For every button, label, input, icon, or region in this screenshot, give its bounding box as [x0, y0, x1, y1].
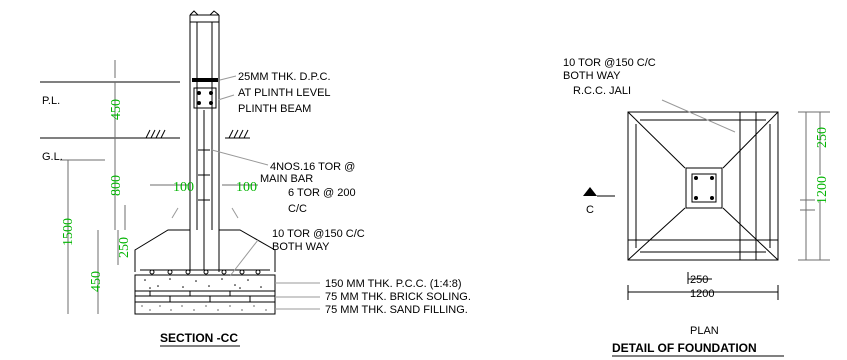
plan-vertical-dim-lines — [798, 111, 830, 261]
dim-450-footing: 450 — [89, 271, 104, 292]
section-leaders — [171, 75, 320, 310]
column-plan — [685, 167, 723, 209]
dim-800: 800 — [109, 175, 124, 196]
gl-label: G.L. — [42, 151, 63, 163]
brick-hatch — [135, 291, 275, 302]
section-marker-label: C — [586, 204, 594, 216]
dim-1500: 1500 — [61, 218, 76, 246]
plinth-level-label: AT PLINTH LEVEL — [238, 87, 331, 99]
bar-label-2: MAIN BAR — [260, 173, 313, 185]
dim-100-left: 100 — [173, 180, 194, 195]
plan-dim-1200-vertical: 1200 — [815, 176, 830, 204]
column-bars-plan — [694, 176, 714, 200]
column-inner-plan — [691, 173, 717, 203]
plan-title: DETAIL OF FOUNDATION — [612, 341, 757, 355]
section-dimension-lines — [60, 60, 258, 314]
pcc-layer — [134, 274, 276, 292]
plan-dim-250-vertical: 250 — [815, 127, 830, 148]
plinth-beam-label: PLINTH BEAM — [238, 103, 311, 115]
plan-caption: PLAN — [690, 325, 719, 337]
plan-diagonals — [627, 111, 779, 261]
dpc-layer — [192, 78, 218, 82]
footing-outline — [134, 229, 276, 272]
bar-label-3: 6 TOR @ 200 — [288, 187, 356, 199]
jali-label-2: BOTH WAY — [563, 70, 621, 82]
mesh-label-1: 10 TOR @150 C/C — [272, 228, 365, 240]
brick-label: 75 MM THK. BRICK SOLING. — [325, 291, 471, 303]
bar-label-4: C/C — [288, 203, 307, 215]
jali-leader — [661, 99, 736, 133]
wall — [189, 10, 220, 230]
jali-label-1: 10 TOR @150 C/C — [563, 57, 656, 69]
pl-label: P.L. — [42, 95, 60, 107]
dim-100-right: 100 — [236, 180, 257, 195]
jali-label-3: R.C.C. JALI — [573, 85, 631, 97]
pcc-label: 150 MM THK. P.C.C. (1:4:8) — [325, 278, 462, 290]
plinth-beam — [193, 87, 217, 109]
dim-450: 450 — [109, 99, 124, 120]
pcc-dots — [144, 278, 262, 289]
column-rebar — [198, 110, 210, 270]
plan-dim-250: 250 — [690, 274, 708, 286]
section-title: SECTION -CC — [160, 331, 238, 345]
mesh-label-2: BOTH WAY — [272, 241, 330, 253]
sand-filling-layer — [134, 301, 276, 315]
bottom-mesh — [140, 269, 270, 275]
section-marker-arrow — [583, 187, 597, 196]
sand-dots — [141, 305, 267, 311]
plan-horizontal-dim-lines — [627, 272, 779, 300]
ground-hatch — [142, 129, 250, 139]
footing-outline-plan — [627, 111, 779, 261]
dpc-label: 25MM THK. D.P.C. — [238, 71, 331, 83]
section-cc: P.L. G.L. 25MM THK. D.P.C. AT PLINTH LEV… — [40, 10, 471, 347]
plan-view: C 10 TOR @150 C/C BOTH WAY R.C.C. JALI 2… — [563, 57, 830, 357]
plan-dim-1200: 1200 — [690, 288, 714, 300]
dim-250: 250 — [117, 237, 132, 258]
bar-label-1: 4NOS.16 TOR @ — [270, 161, 355, 173]
sand-label: 75 MM THK. SAND FILLING. — [325, 304, 468, 316]
